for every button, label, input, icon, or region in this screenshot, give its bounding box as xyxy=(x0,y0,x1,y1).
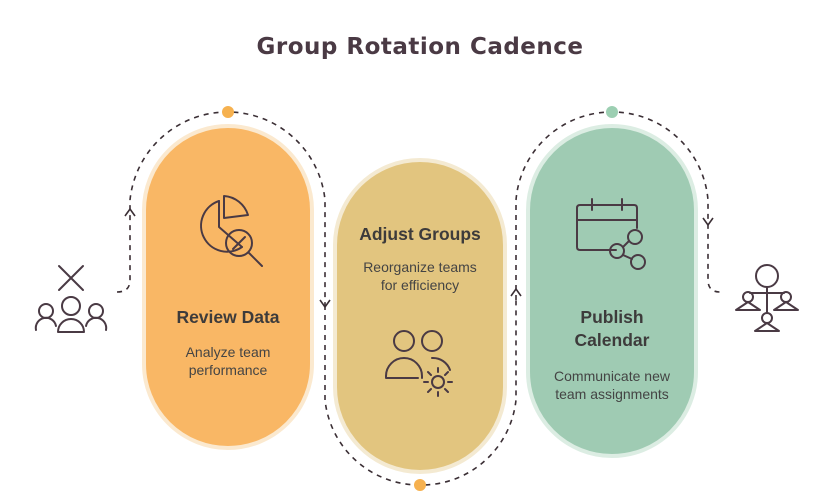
heading-line: Publish xyxy=(580,307,644,327)
description-line: performance xyxy=(188,362,268,378)
step-heading-review-data: Review Data xyxy=(176,307,280,327)
description-line: team assignments xyxy=(555,386,669,402)
pie-chart-magnifier-icon xyxy=(200,195,263,267)
arrow-up-icon xyxy=(124,207,136,217)
step-description-review-data: Analyze team performance xyxy=(144,343,312,379)
pill-adjust-groups xyxy=(333,158,507,474)
connector-arrows xyxy=(124,207,714,309)
group-with-cross-icon xyxy=(34,265,108,333)
arrow-down-icon xyxy=(702,217,714,227)
description-line: Communicate new xyxy=(554,368,670,384)
team-gear-icon xyxy=(385,330,453,397)
pill-publish-calendar xyxy=(526,124,698,458)
calendar-share-icon xyxy=(576,198,646,270)
step-description-publish-calendar: Communicate new team assignments xyxy=(528,367,696,403)
diagram-title: Group Rotation Cadence xyxy=(256,34,584,60)
description-line: Analyze team xyxy=(185,344,271,360)
step-heading-publish-calendar: Publish Calendar xyxy=(528,306,696,352)
description-line: Reorganize teams xyxy=(363,259,477,275)
heading-line: Calendar xyxy=(574,330,650,350)
description-line: for efficiency xyxy=(380,277,460,293)
step-heading-adjust-groups: Adjust Groups xyxy=(359,224,481,244)
hierarchy-people-icon xyxy=(735,264,799,332)
pill-review-data xyxy=(142,124,314,450)
arrow-up-icon xyxy=(510,287,522,297)
step-description-adjust-groups: Reorganize teams for efficiency xyxy=(335,258,505,294)
bottom-dot-orange xyxy=(414,479,426,491)
top-dot-orange xyxy=(222,106,234,118)
arrow-down-icon xyxy=(319,299,331,309)
top-dot-green xyxy=(606,106,618,118)
